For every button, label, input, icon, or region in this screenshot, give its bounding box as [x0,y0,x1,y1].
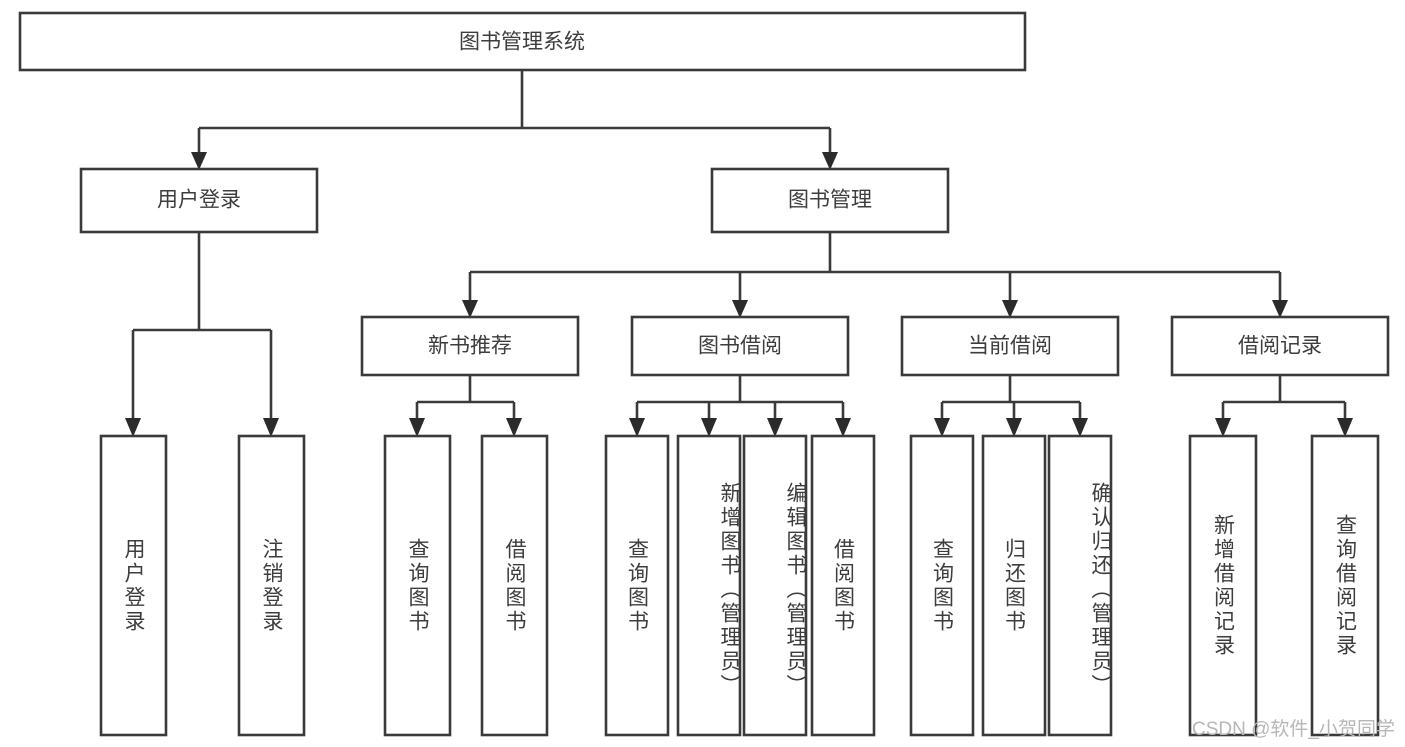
arrow-nbr-leaf-2 [506,418,522,437]
node-root[interactable]: 图书管理系统 [18,11,1027,72]
node-book-borrow-label: 图书借阅 [698,335,782,358]
node-current-borrow-label: 当前借阅 [968,335,1052,358]
arrow-bb-leaf-3 [767,418,783,437]
node-user-login-box[interactable] [79,167,319,234]
node-book-management[interactable]: 图书管理 [710,167,950,234]
leaf-box-logout[interactable] [237,434,306,737]
connector-current-borrow-trunk [940,375,1082,420]
connector-user-login-trunk [131,232,273,420]
node-user-login[interactable]: 用户登录 [79,167,319,234]
node-borrow-record-label: 借阅记录 [1238,335,1322,358]
arrow-to-leaf-user-login [125,418,141,437]
node-borrow-record-box[interactable] [1170,315,1390,377]
node-current-borrow-box[interactable] [900,315,1120,377]
arrow-to-borrow-record [1272,300,1288,318]
node-new-book-recommend-label: 新书推荐 [428,335,512,358]
leaf-box-group [99,434,1380,737]
node-book-borrow[interactable]: 图书借阅 [630,315,850,377]
leaf-box-confirm-return[interactable] [1047,434,1113,737]
node-new-book-recommend-box[interactable] [360,315,580,377]
arrow-cb-leaf-2 [1006,418,1022,437]
connector-group [125,70,1353,437]
node-book-borrow-box[interactable] [630,315,850,377]
node-user-login-label: 用户登录 [157,189,241,212]
arrow-to-new-book-rec [462,300,478,318]
connector-root-trunk [197,70,832,154]
csdn-watermark: CSDN @软件_小贺同学 [1192,719,1395,740]
connector-book-mgmt-trunk [468,232,1282,302]
leaf-box-add-book-admin[interactable] [676,434,742,737]
node-borrow-record[interactable]: 借阅记录 [1170,315,1390,377]
node-current-borrow[interactable]: 当前借阅 [900,315,1120,377]
leaf-box-query-book-bb[interactable] [604,434,670,737]
connector-borrow-record-trunk [1221,375,1347,420]
arrow-bb-leaf-4 [835,418,851,437]
node-root-label: 图书管理系统 [459,31,585,54]
arrow-root-to-user-login [191,152,207,170]
leaf-box-borrow-book-nbr[interactable] [480,434,549,737]
arrow-nbr-leaf-1 [409,418,425,437]
leaf-box-query-book-nbr[interactable] [383,434,452,737]
leaf-box-query-book-cb[interactable] [909,434,975,737]
leaf-box-return-book[interactable] [981,434,1047,737]
node-book-management-label: 图书管理 [788,189,872,212]
arrow-br-leaf-2 [1337,418,1353,437]
arrow-bb-leaf-1 [629,418,645,437]
arrow-to-leaf-logout [263,418,279,437]
node-book-management-box[interactable] [710,167,950,234]
leaf-box-borrow-book-bb[interactable] [810,434,876,737]
node-root-box[interactable] [18,11,1027,72]
leaf-box-edit-book-admin[interactable] [742,434,808,737]
connector-book-borrow-trunk [635,375,845,420]
arrow-to-current-borrow [1002,300,1018,318]
arrow-bb-leaf-2 [701,418,717,437]
arrow-to-book-borrow [732,300,748,318]
node-new-book-recommend[interactable]: 新书推荐 [360,315,580,377]
connector-new-book-rec-trunk [415,375,516,420]
arrow-br-leaf-1 [1215,418,1231,437]
leaf-box-user-login[interactable] [99,434,168,737]
arrow-cb-leaf-3 [1072,418,1088,437]
arrow-root-to-book-mgmt [822,152,838,170]
leaf-box-query-borrow-record[interactable] [1310,434,1380,737]
arrow-cb-leaf-1 [934,418,950,437]
leaf-box-add-borrow-record[interactable] [1188,434,1258,737]
